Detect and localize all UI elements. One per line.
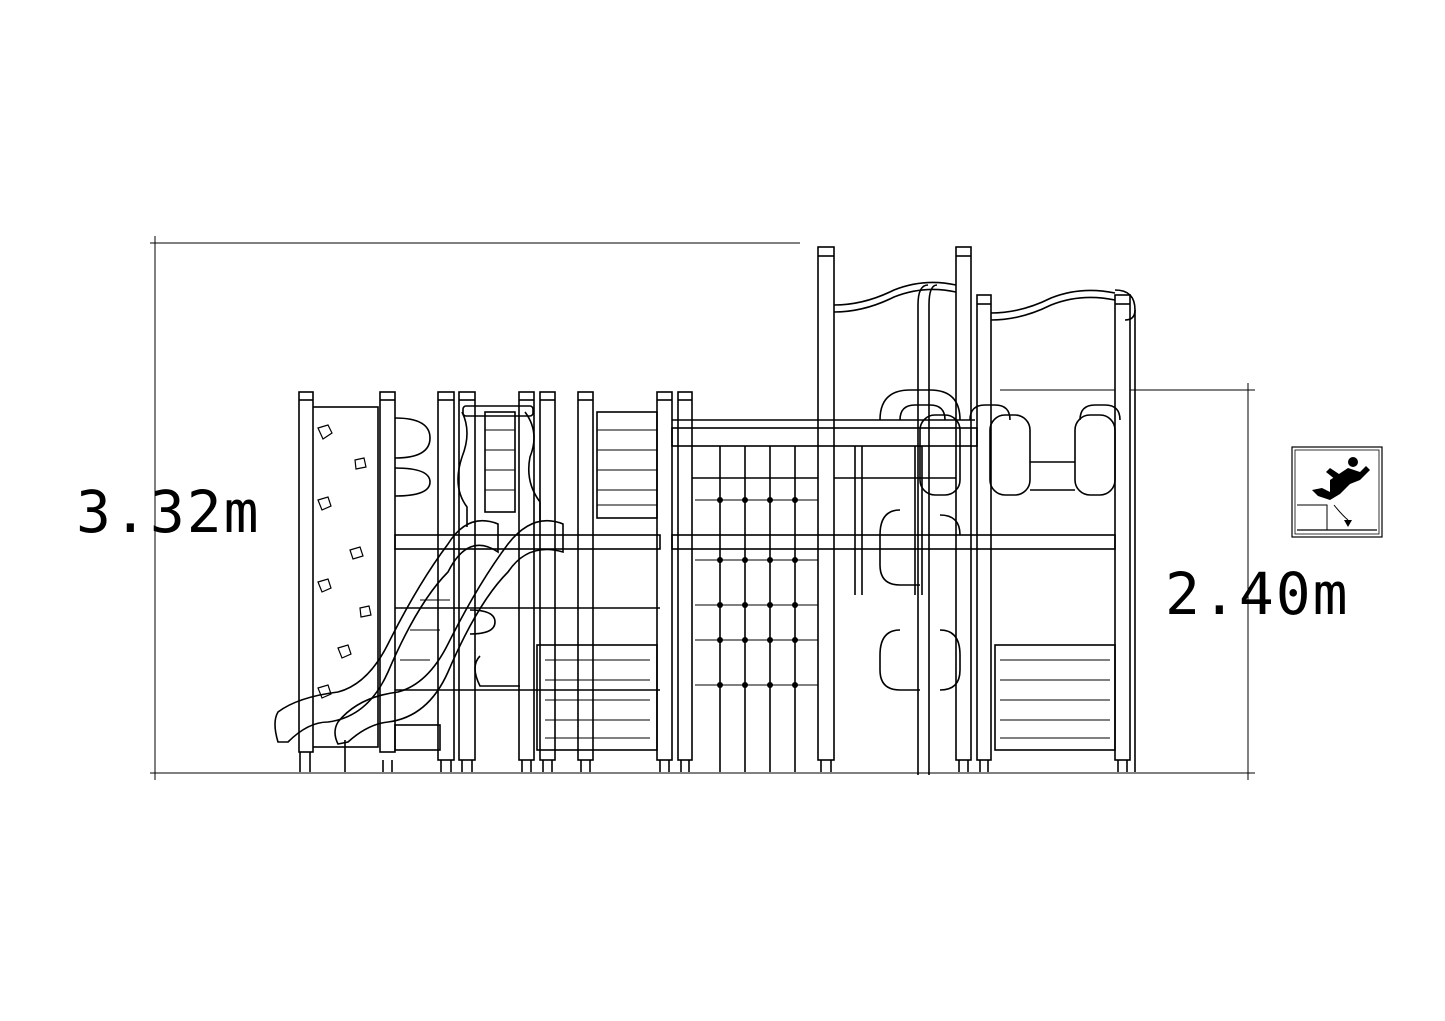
top-rails xyxy=(833,281,1136,775)
fall-height-pictogram-icon xyxy=(1291,446,1383,538)
total-height-label: 3.32m xyxy=(76,478,261,546)
platform-height-label: 2.40m xyxy=(1165,560,1350,628)
wave-slide xyxy=(274,405,564,745)
climbing-hold-icons xyxy=(317,424,372,699)
posts xyxy=(298,246,1131,772)
monkey-bar-loops xyxy=(879,389,1121,691)
handle-bars-left xyxy=(394,417,520,687)
total-height-dimension: 3.32m xyxy=(76,236,1255,780)
rope-net xyxy=(695,446,923,772)
deck-beams xyxy=(394,419,1116,691)
plank-panels xyxy=(394,411,1116,751)
platform-height-dimension: 2.40m xyxy=(1000,383,1350,780)
